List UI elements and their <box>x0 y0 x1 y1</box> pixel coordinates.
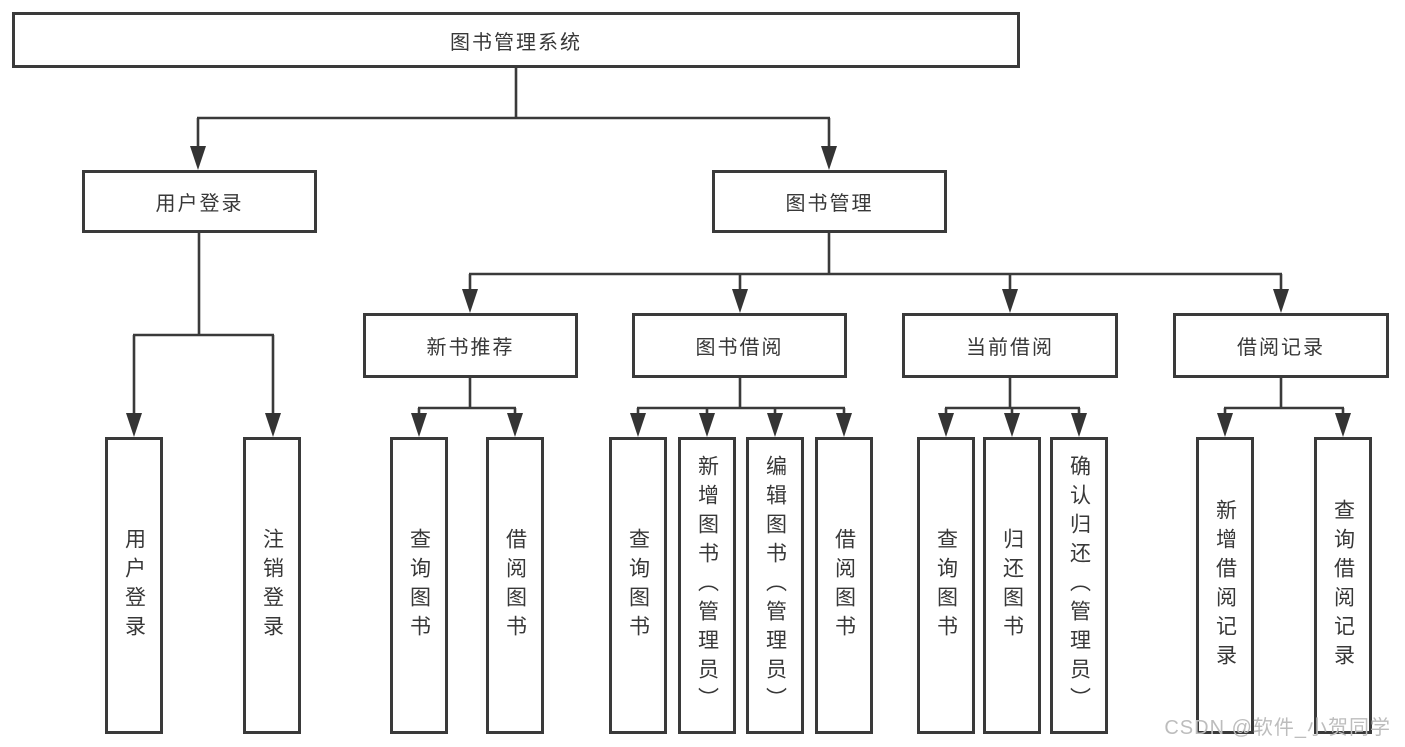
connector-login-to-leaves <box>126 233 281 437</box>
csdn-watermark: CSDN @软件_小贺同学 <box>1164 717 1391 739</box>
node-book-borrowing: 图书借阅 <box>632 313 847 378</box>
node-label: 借阅图书 <box>832 527 856 644</box>
node-root-label: 图书管理系统 <box>450 31 582 54</box>
node-label: 新书推荐 <box>426 337 515 359</box>
node-leaf-user-login: 用户登录 <box>105 437 163 734</box>
node-label: 归还图书 <box>1000 527 1024 644</box>
node-label: 用户登录 <box>155 193 244 215</box>
node-label: 查询借阅记录 <box>1331 498 1355 673</box>
node-user-login-branch: 用户登录 <box>82 170 317 233</box>
node-leaf-current-query-books: 查询图书 <box>917 437 975 734</box>
node-label: 借阅图书 <box>503 527 527 644</box>
connector-borrow-to-leaves <box>630 378 852 437</box>
connector-current-to-leaves <box>938 378 1087 437</box>
node-label: 当前借阅 <box>966 337 1054 359</box>
node-current-borrowing: 当前借阅 <box>902 313 1118 378</box>
node-leaf-borrow-books: 借阅图书 <box>815 437 873 734</box>
node-root: 图书管理系统 <box>12 12 1020 68</box>
connector-records-to-leaves <box>1217 378 1351 437</box>
node-leaf-recommend-borrow-books: 借阅图书 <box>486 437 544 734</box>
node-leaf-edit-books-admin: 编辑图书（管理员） <box>746 437 804 734</box>
node-label: 新增借阅记录 <box>1213 498 1237 673</box>
node-leaf-return-books: 归还图书 <box>983 437 1041 734</box>
node-leaf-recommend-query-books: 查询图书 <box>390 437 448 734</box>
node-label: 用户登录 <box>122 527 146 644</box>
node-label: 查询图书 <box>626 527 650 644</box>
node-label: 确认归还（管理员） <box>1067 455 1091 716</box>
node-new-book-recommend: 新书推荐 <box>363 313 578 378</box>
node-leaf-add-books-admin: 新增图书（管理员） <box>678 437 736 734</box>
node-label: 查询图书 <box>934 527 958 644</box>
node-leaf-borrow-query-books: 查询图书 <box>609 437 667 734</box>
node-leaf-add-borrow-record: 新增借阅记录 <box>1196 437 1254 734</box>
connector-recommend-to-leaves <box>411 378 523 437</box>
node-label: 图书管理 <box>785 193 874 215</box>
node-label: 借阅记录 <box>1237 337 1325 359</box>
node-label: 图书借阅 <box>695 337 784 359</box>
node-borrowing-records: 借阅记录 <box>1173 313 1389 378</box>
node-label: 新增图书（管理员） <box>695 455 719 716</box>
node-leaf-logout: 注销登录 <box>243 437 301 734</box>
node-leaf-confirm-return-admin: 确认归还（管理员） <box>1050 437 1108 734</box>
node-label: 注销登录 <box>260 527 284 644</box>
node-book-management-branch: 图书管理 <box>712 170 947 233</box>
node-label: 编辑图书（管理员） <box>763 455 787 716</box>
connector-mgmt-to-groups <box>462 233 1289 313</box>
connector-root-to-level1 <box>190 68 837 170</box>
node-label: 查询图书 <box>407 527 431 644</box>
node-leaf-query-borrow-record: 查询借阅记录 <box>1314 437 1372 734</box>
